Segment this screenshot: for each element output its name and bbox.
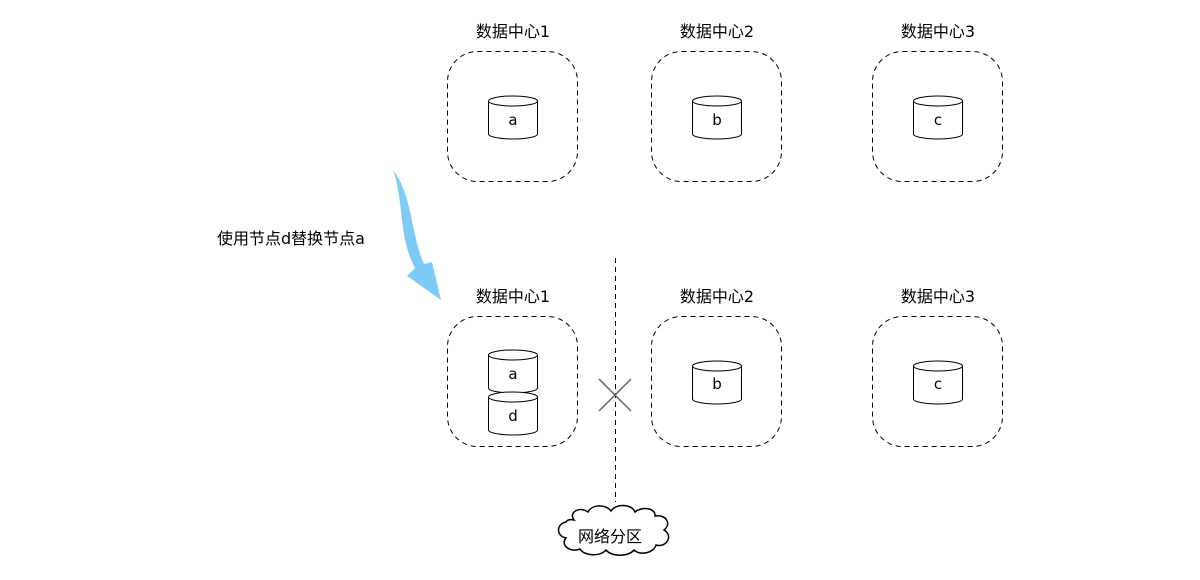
database-cylinder-a-bottom — [488, 349, 538, 394]
datacenter-title-bottom-2: 数据中心2 — [679, 287, 755, 306]
database-cylinder-b-top — [692, 95, 742, 140]
datacenter-title-bottom-3: 数据中心3 — [900, 287, 976, 306]
replacement-label: 使用节点d替换节点a — [217, 229, 365, 248]
node-label-d-bottom: d — [508, 407, 518, 425]
database-cylinder-b-bottom — [692, 360, 742, 405]
datacenter-title-bottom-1: 数据中心1 — [475, 287, 551, 306]
datacenter-title-top-1: 数据中心1 — [475, 22, 551, 41]
node-label-a-bottom: a — [508, 365, 518, 383]
node-label-c-top: c — [933, 111, 943, 129]
database-cylinder-d-bottom — [488, 391, 538, 436]
database-cylinder-a-top — [488, 95, 538, 140]
datacenter-title-top-3: 数据中心3 — [900, 22, 976, 41]
node-label-a-top: a — [508, 111, 518, 129]
partition-x-icon — [598, 378, 632, 412]
database-cylinder-c-bottom — [913, 360, 963, 405]
replacement-arrow — [393, 170, 441, 300]
node-label-c-bottom: c — [933, 375, 943, 393]
network-partition-label: 网络分区 — [578, 527, 643, 546]
cloud-shape — [557, 504, 670, 556]
node-label-b-top: b — [712, 111, 722, 129]
node-label-b-bottom: b — [712, 375, 722, 393]
datacenter-title-top-2: 数据中心2 — [679, 22, 755, 41]
database-cylinder-c-top — [913, 95, 963, 140]
